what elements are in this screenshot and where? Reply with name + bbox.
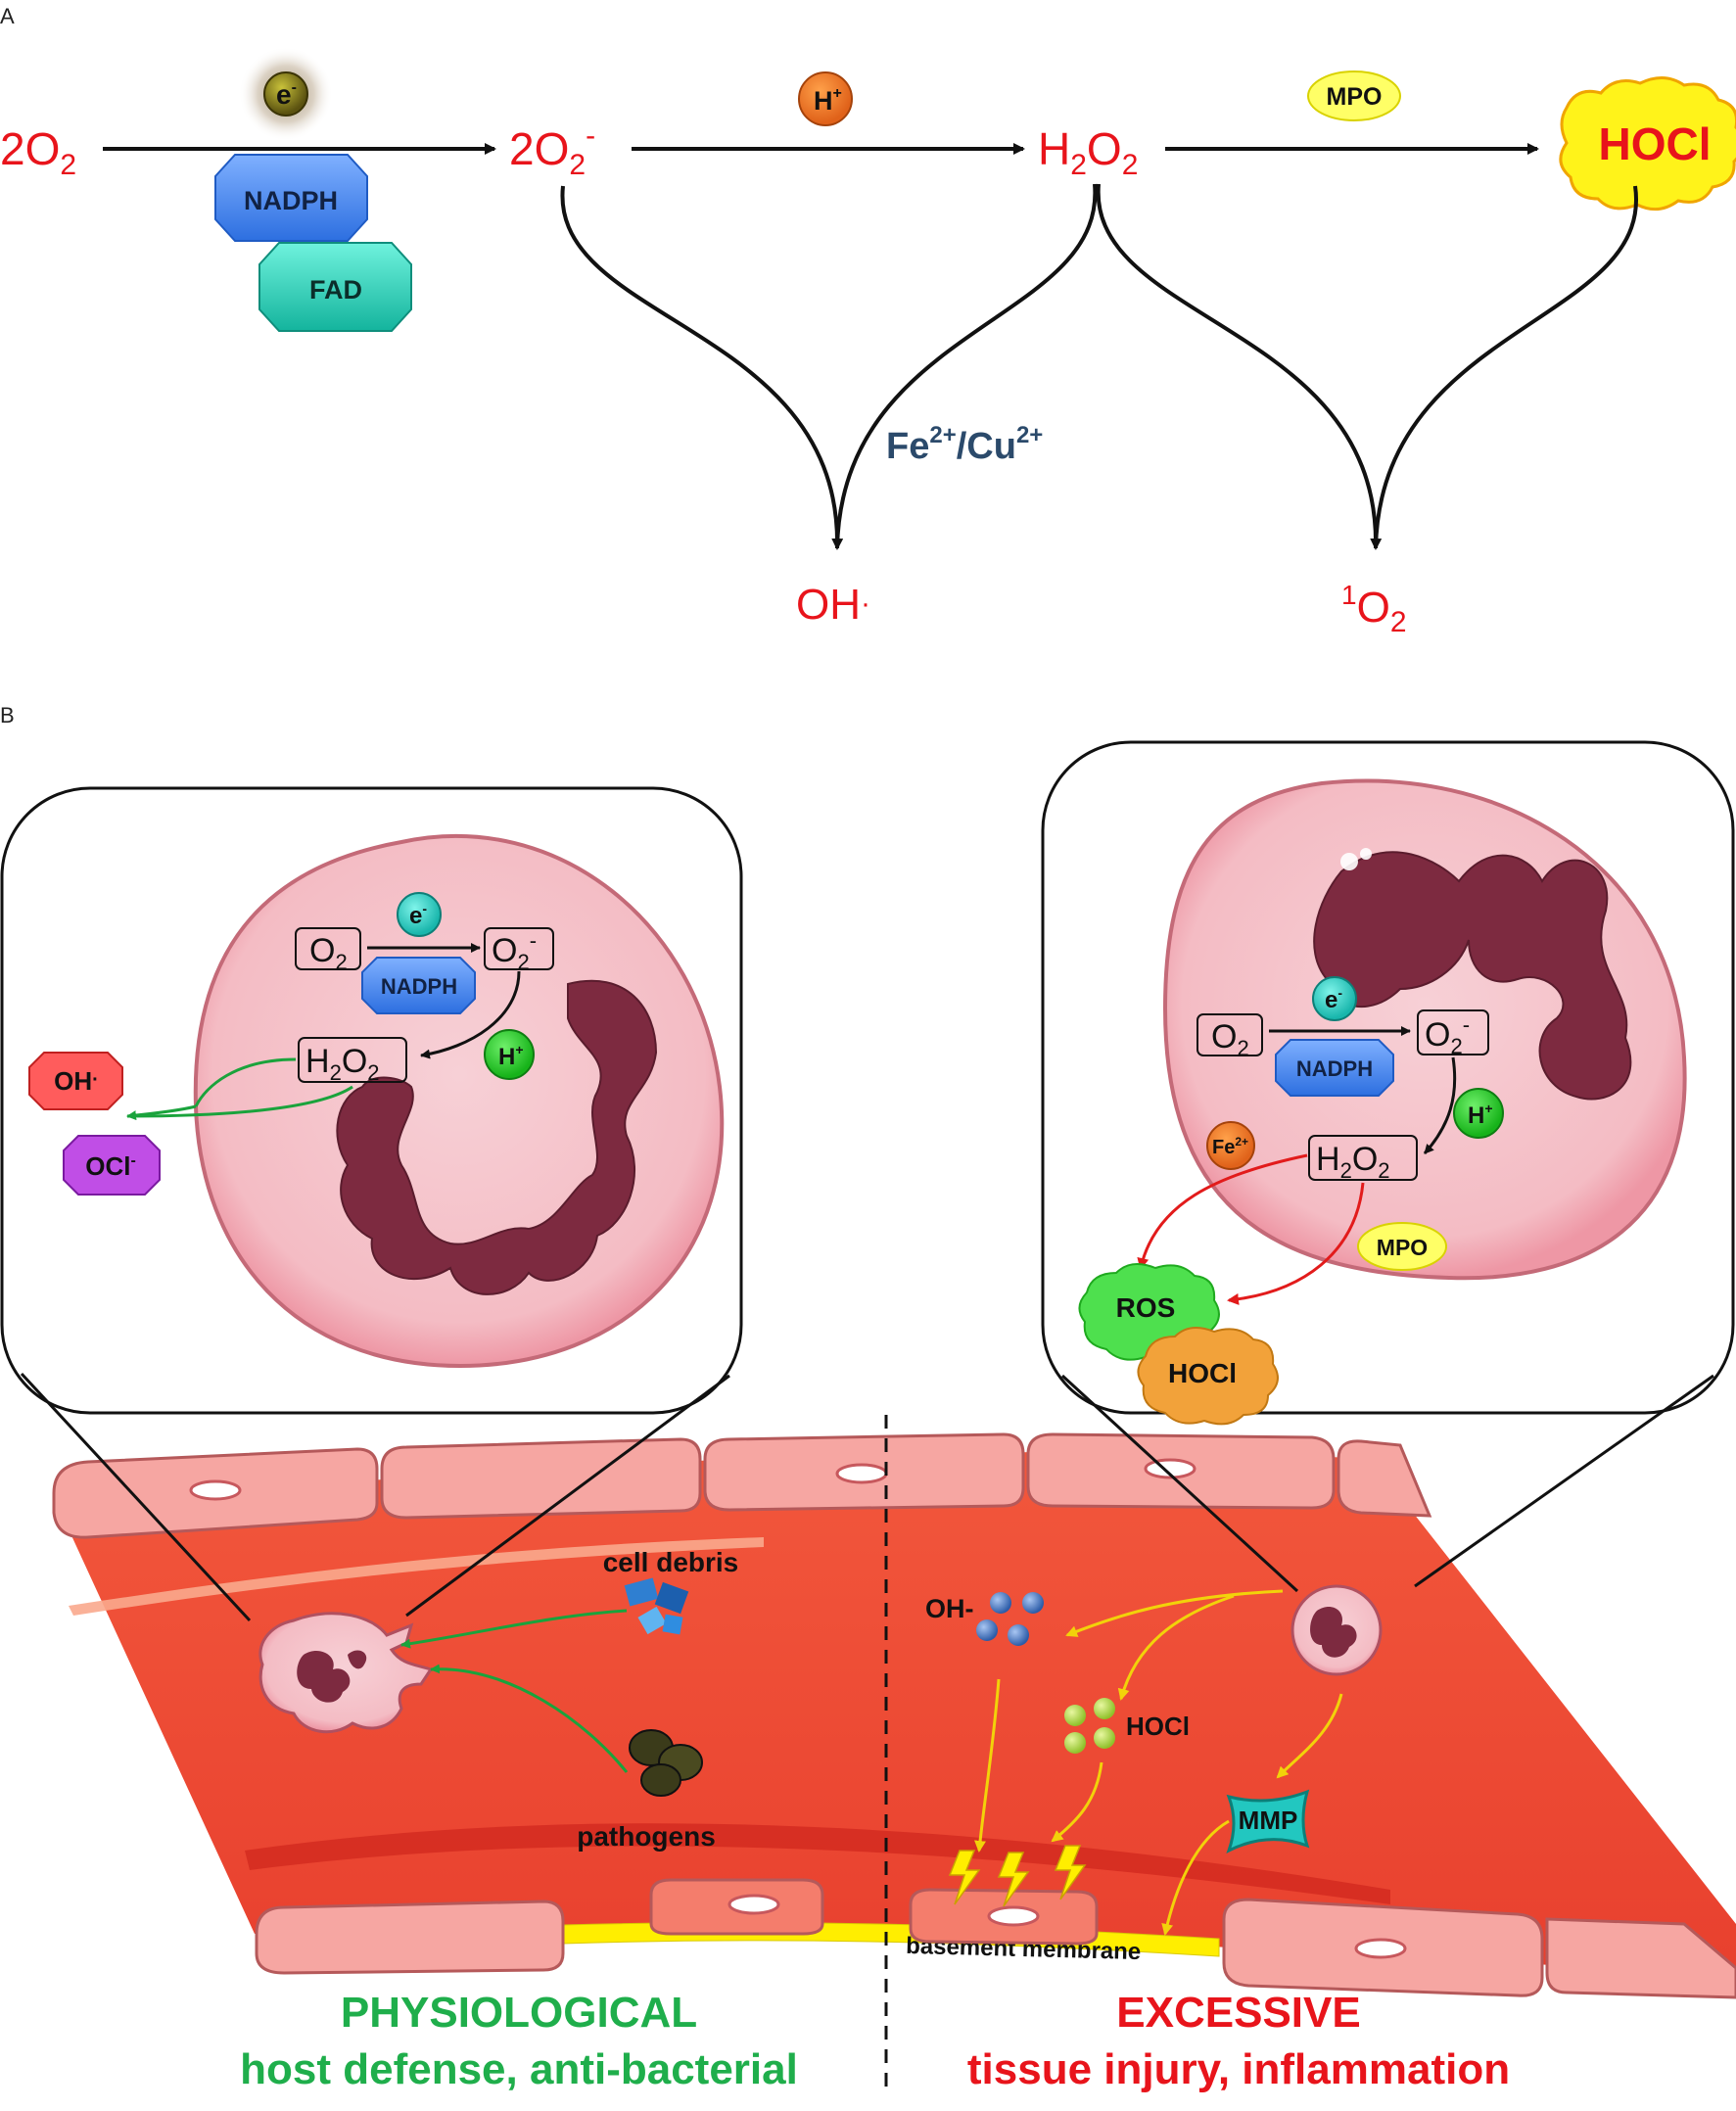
tissue-damage-icons (948, 1845, 1087, 1907)
left-oh-badge: OH· (28, 1052, 123, 1110)
right-nadph-badge: NADPH (1275, 1039, 1394, 1097)
hocl-vessel-label: HOCl (1126, 1712, 1190, 1741)
svg-text:NADPH: NADPH (381, 974, 457, 999)
excess-subtitle: tissue injury, inflammation (967, 2045, 1510, 2093)
svg-text:e-: e- (276, 79, 297, 110)
yellow-arrow-mmp-down (1161, 1819, 1230, 1936)
svg-text:OH·: OH· (54, 1066, 99, 1096)
hocl-burst: HOCl (1559, 76, 1736, 211)
cell-debris-label: cell debris (603, 1547, 739, 1577)
arrow-h2o2-to-singlet (1096, 183, 1383, 550)
physio-title: PHYSIOLOGICAL (341, 1989, 697, 2037)
right-inset: O2 e- NADPH O2- H+ H2O2 Fe2+ (1041, 740, 1735, 1593)
panel-b-label: B (0, 703, 15, 727)
right-h2o2: H2O2 (1316, 1141, 1390, 1183)
excess-title: EXCESSIVE (1116, 1989, 1360, 2037)
svg-text:OCl-: OCl- (85, 1151, 136, 1181)
top-endothelium (52, 1432, 1432, 1539)
right-fe-icon: Fe2+ (1206, 1121, 1255, 1170)
species-superoxide: 2O2- (509, 119, 595, 181)
svg-text:FAD: FAD (309, 275, 362, 305)
left-inset: O2 e- NADPH O2- H+ H2O2 (0, 786, 743, 1622)
yellow-arrow-oh-down (974, 1678, 1001, 1853)
physio-subtitle: host defense, anti-bacterial (240, 2045, 798, 2093)
cell-debris-icon (624, 1577, 689, 1635)
debris-arrow (400, 1609, 628, 1649)
left-o2: O2 (309, 932, 348, 974)
oh-label: OH- (925, 1594, 974, 1623)
species-o2: 2O2 (0, 123, 76, 181)
arrow-h2o2-to-oh (835, 183, 1098, 549)
left-vessel-neutrophil (258, 1612, 434, 1734)
svg-text:NADPH: NADPH (244, 186, 338, 215)
left-electron-icon: e- (397, 892, 442, 937)
right-proton-icon: H+ (1453, 1088, 1504, 1139)
fad-badge: FAD (258, 242, 412, 332)
right-electron-icon: e- (1312, 976, 1357, 1021)
right-mpo-badge: MPO (1357, 1222, 1447, 1271)
species-singlet-oxygen: 1O2 (1341, 580, 1407, 638)
proton-icon: H+ (798, 71, 853, 126)
right-o2: O2 (1211, 1018, 1249, 1060)
yellow-arrow-hocl-down (1051, 1761, 1103, 1843)
arrow-superoxide-to-oh (560, 185, 844, 550)
svg-text:H+: H+ (1468, 1101, 1493, 1129)
oh-beads-icon (976, 1592, 1044, 1646)
right-vessel-neutrophil (1290, 1584, 1383, 1676)
pathogens-label: pathogens (577, 1821, 716, 1852)
species-h2o2: H2O2 (1038, 123, 1138, 181)
electron-icon: e- (239, 47, 333, 141)
panel-a: A 2O2 e- NADPH FAD 2O2- H+ (0, 4, 1736, 638)
svg-text:MMP: MMP (1239, 1806, 1298, 1835)
left-proton-icon: H+ (484, 1029, 535, 1080)
mmp-badge: MMP (1226, 1789, 1310, 1854)
left-nucleus (336, 979, 658, 1295)
species-oh: OH· (796, 581, 870, 629)
svg-text:HOCl: HOCl (1168, 1358, 1237, 1388)
svg-text:NADPH: NADPH (1296, 1056, 1373, 1081)
right-hocl-cloud: HOCl (1137, 1327, 1279, 1426)
panel-a-label: A (0, 4, 15, 28)
svg-text:MPO: MPO (1377, 1235, 1428, 1260)
blood-vessel: basement membrane (52, 1432, 1736, 1999)
mpo-badge: MPO (1307, 70, 1401, 121)
nadph-badge: NADPH (214, 154, 368, 242)
svg-text:HOCl: HOCl (1599, 118, 1712, 169)
yellow-arrow-hocl (1117, 1594, 1235, 1701)
pathogen-arrow (430, 1664, 629, 1773)
svg-text:ROS: ROS (1116, 1292, 1176, 1323)
left-ocl-badge: OCl- (63, 1135, 161, 1196)
hocl-beads-icon (1064, 1698, 1115, 1754)
left-nadph-badge: NADPH (361, 957, 476, 1014)
svg-text:e-: e- (1325, 985, 1342, 1013)
svg-text:H+: H+ (814, 85, 842, 116)
pathogens-icon (629, 1729, 703, 1797)
left-h2o2: H2O2 (305, 1043, 380, 1085)
left-superoxide: O2- (492, 928, 537, 974)
svg-text:Fe2+: Fe2+ (1212, 1135, 1248, 1158)
right-nucleus (1313, 851, 1632, 1101)
metal-ions-label: Fe2+/Cu2+ (886, 422, 1043, 467)
svg-text:H+: H+ (498, 1042, 524, 1070)
bottom-endothelium (255, 1878, 1736, 1999)
svg-text:e-: e- (409, 901, 427, 929)
panel-b: B basement membrane (0, 703, 1736, 2093)
right-superoxide: O2- (1425, 1012, 1470, 1058)
yellow-arrow-mmp (1276, 1693, 1343, 1779)
svg-text:MPO: MPO (1327, 83, 1383, 111)
arrow-hocl-to-singlet (1374, 185, 1639, 549)
yellow-arrow-oh (1065, 1589, 1284, 1637)
